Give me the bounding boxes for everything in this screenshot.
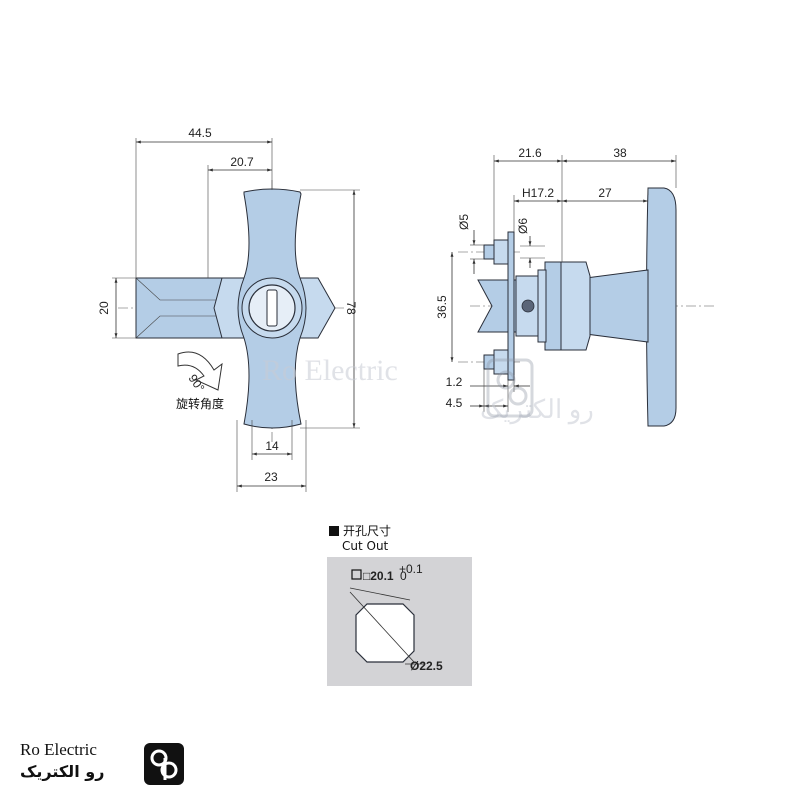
rotation-label: 旋转角度 xyxy=(176,396,224,411)
dim-width-total: 44.5 xyxy=(188,126,212,140)
rotation-arrow-icon: 90° xyxy=(177,351,223,395)
watermark-text-en: Ro Electric xyxy=(262,354,398,387)
handle-shaft xyxy=(585,269,649,343)
watermark-logo-icon xyxy=(486,358,534,418)
cutout-square-size: □20.1 xyxy=(363,569,394,583)
side-view: 21.6 38 H17.2 27 Ø5 Ø6 36.5 1.2 xyxy=(435,146,715,427)
bushing xyxy=(559,261,591,351)
cutout-title-en: Cut Out xyxy=(342,539,389,553)
cutout-tol-upper: +0.1 xyxy=(399,562,423,576)
brand-name-fa: رو الکتریک xyxy=(20,762,105,781)
flange xyxy=(544,261,562,351)
lock-tongue xyxy=(135,277,223,339)
dim-stem-height: 20 xyxy=(97,301,111,315)
mounting-pin-top xyxy=(483,239,509,265)
dim-bore-diameter: Ø6 xyxy=(516,218,530,234)
dim-base-width: 23 xyxy=(264,470,278,484)
dim-thread: H17.2 xyxy=(522,186,554,200)
cutout-section: 开孔尺寸 Cut Out □20.1 +0.1 0 Ø22.5 xyxy=(327,524,472,686)
cutout-tol-lower: 0 xyxy=(400,569,407,583)
square-symbol-icon xyxy=(351,569,362,580)
back-plate xyxy=(507,231,515,381)
dim-body-length: 21.6 xyxy=(518,146,542,160)
dim-pin-diameter: Ø5 xyxy=(457,214,471,230)
cutout-diameter: Ø22.5 xyxy=(410,659,443,673)
mounting-pin-bottom xyxy=(483,349,509,375)
cutout-bullet xyxy=(329,526,339,536)
dim-handle-length: 38 xyxy=(613,146,627,160)
brand-name-en: Ro Electric xyxy=(20,740,97,759)
key-slot xyxy=(266,289,278,327)
dim-plate-thickness: 1.2 xyxy=(446,375,463,389)
dim-height: 78 xyxy=(344,301,358,315)
dim-center-offset: 20.7 xyxy=(230,155,254,169)
watermark-text-fa: رو الکتریک xyxy=(480,395,594,425)
watermark: Ro Electric رو الکتریک xyxy=(262,354,594,425)
brand-logo: Ro Electric رو الکتریک xyxy=(20,740,190,790)
dim-neck-width: 14 xyxy=(265,439,279,453)
handle-cap xyxy=(646,187,677,427)
brand-mark-icon xyxy=(144,743,184,785)
cutout-title-cn: 开孔尺寸 xyxy=(343,524,391,538)
cutout-shape xyxy=(355,603,415,663)
front-view: 44.5 20.7 20 78 14 23 90° 旋转角度 xyxy=(97,126,360,492)
dim-offset: 4.5 xyxy=(446,396,463,410)
dim-handle-reach: 27 xyxy=(598,186,612,200)
dim-pin-spacing: 36.5 xyxy=(435,295,449,319)
